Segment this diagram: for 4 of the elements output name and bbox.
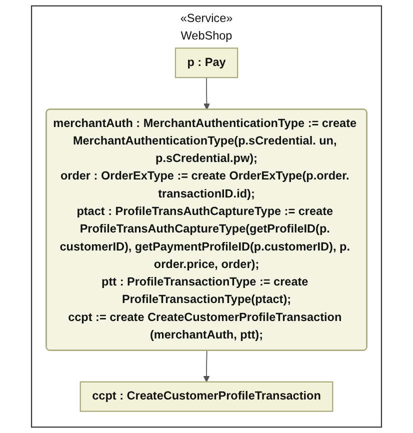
node-box: ccpt : CreateCustomerProfileTransaction xyxy=(80,381,334,412)
node-box: p : Pay xyxy=(174,48,238,78)
arrow xyxy=(204,77,210,110)
arrow xyxy=(203,350,210,382)
